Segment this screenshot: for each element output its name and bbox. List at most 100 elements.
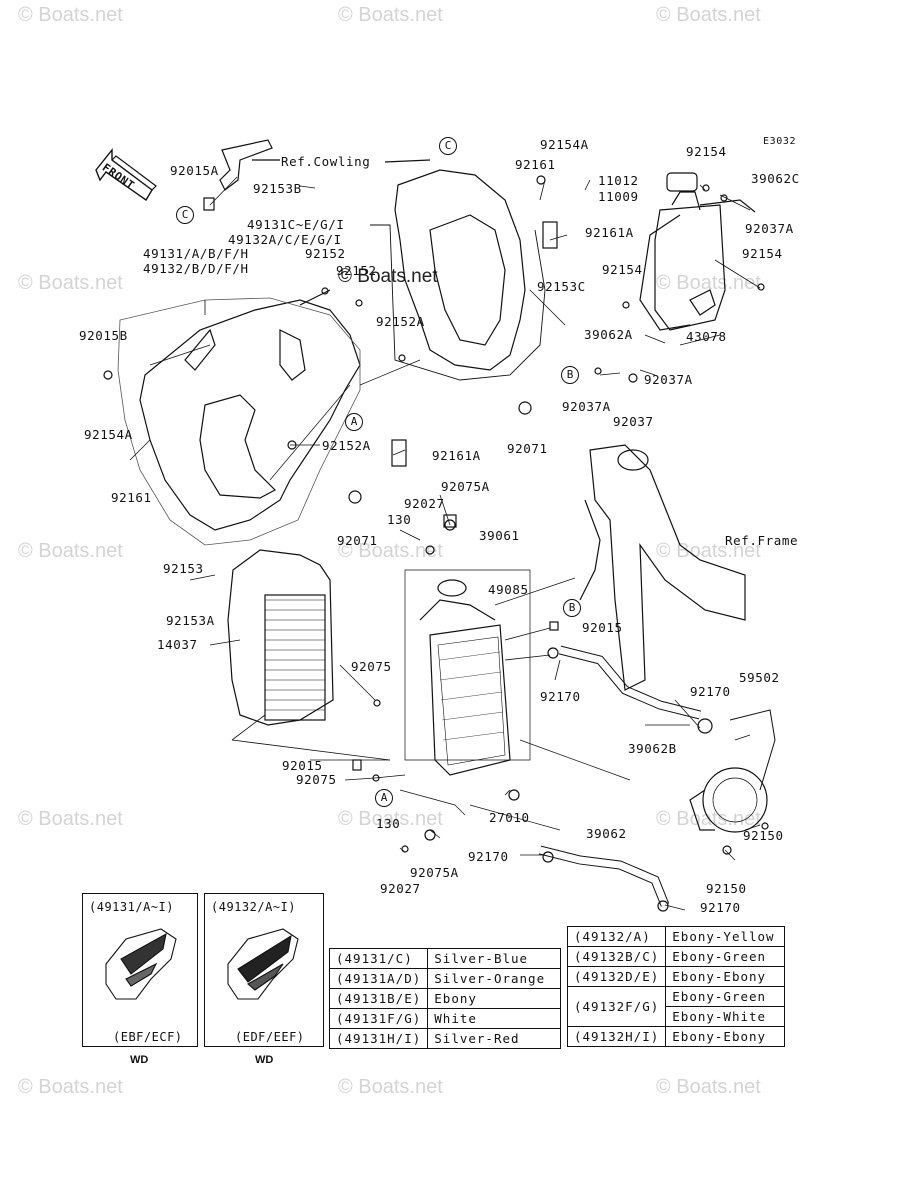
part-label: 92170 xyxy=(700,900,741,915)
part-label: 11009 xyxy=(598,189,639,204)
table-row: (49132/A)Ebony-Yellow xyxy=(566,926,786,947)
watermark: © Boats.net xyxy=(656,540,761,562)
part-label: 92075A xyxy=(441,479,490,494)
part-label: 92037A xyxy=(644,372,693,387)
part-label: 39062A xyxy=(584,327,633,342)
part-label: 92161 xyxy=(515,157,556,172)
table-row: (49132D/E)Ebony-Ebony xyxy=(566,966,786,987)
watermark: © Boats.net xyxy=(18,540,123,562)
color-cell: Ebony-Ebony xyxy=(665,1026,786,1047)
table-row: (49132B/C)Ebony-Green xyxy=(566,946,786,967)
color-cell: White xyxy=(427,1008,562,1029)
part-number-cell: (49131H/I) xyxy=(328,1028,429,1049)
part-label: 92154 xyxy=(686,144,727,159)
part-label: 92154A xyxy=(540,137,589,152)
part-label: 92152A xyxy=(376,314,425,329)
part-label: 92015A xyxy=(170,163,219,178)
part-label: 14037 xyxy=(157,637,198,652)
part-number-cell: (49132H/I) xyxy=(566,1026,667,1047)
region-label: WD xyxy=(130,1054,149,1066)
part-label: 92152 xyxy=(305,246,346,261)
callout-b: B xyxy=(563,599,581,617)
watermark: © Boats.net xyxy=(338,540,443,562)
color-cell: Ebony-Yellow xyxy=(665,926,786,947)
variant-box-code: (EBF/ECF) xyxy=(113,1030,183,1044)
table-row: (49131H/I)Silver-Red xyxy=(328,1028,562,1049)
color-cell: Ebony-Green xyxy=(665,986,786,1007)
color-cell: Ebony-White xyxy=(665,1006,786,1027)
ref-cowling-label: Ref.Cowling xyxy=(281,154,371,169)
shroud-variant-drawing xyxy=(105,928,177,1000)
part-label: 49132A/C/E/G/I xyxy=(228,232,342,247)
color-cell: Silver-Blue xyxy=(427,948,562,969)
part-label: 92027 xyxy=(380,881,421,896)
watermark: © Boats.net xyxy=(18,1076,123,1098)
color-table-49132: (49132/A)Ebony-Yellow (49132B/C)Ebony-Gr… xyxy=(566,926,786,1047)
variant-box-header: (49131/A~I) xyxy=(89,900,174,914)
part-label: 130 xyxy=(387,512,412,527)
part-number-cell: (49132B/C) xyxy=(566,946,667,967)
color-cell: Ebony xyxy=(427,988,562,1009)
part-number-cell: (49131A/D) xyxy=(328,968,429,989)
part-label: 92153C xyxy=(537,279,586,294)
diagram-code: E3032 xyxy=(763,136,797,147)
part-label: 27010 xyxy=(489,810,530,825)
table-row: (49131A/D)Silver-Orange xyxy=(328,968,562,989)
part-label: 59502 xyxy=(739,670,780,685)
part-label: 92150 xyxy=(743,828,784,843)
part-label: 92015B xyxy=(79,328,128,343)
part-label: 92075 xyxy=(296,772,337,787)
color-cell: Ebony-Ebony xyxy=(665,966,786,987)
watermark: © Boats.net xyxy=(18,272,123,294)
part-number-cell: (49131/C) xyxy=(328,948,429,969)
table-row: (49131B/E)Ebony xyxy=(328,988,562,1009)
part-label: 49131/A/B/F/H xyxy=(143,246,249,261)
watermark: © Boats.net xyxy=(338,4,443,26)
watermark: © Boats.net xyxy=(338,1076,443,1098)
watermark: © Boats.net xyxy=(656,1076,761,1098)
part-label: 92153B xyxy=(253,181,302,196)
callout-b: B xyxy=(561,366,579,384)
part-label: 92152 xyxy=(336,263,377,278)
part-label: 92153A xyxy=(166,613,215,628)
part-label: 92071 xyxy=(507,441,548,456)
part-number-cell: (49132D/E) xyxy=(566,966,667,987)
table-row: (49131/C)Silver-Blue xyxy=(328,948,562,969)
table-row: (49131F/G)White xyxy=(328,1008,562,1029)
ref-frame-label: Ref.Frame xyxy=(725,533,799,548)
part-label: 92154A xyxy=(84,427,133,442)
part-label: 92154 xyxy=(742,246,783,261)
part-label: 92153 xyxy=(163,561,204,576)
callout-a: A xyxy=(345,413,363,431)
part-label: 49132/B/D/F/H xyxy=(143,261,249,276)
region-label: WD xyxy=(255,1054,274,1066)
watermark: © Boats.net xyxy=(18,4,123,26)
variant-box-header: (49132/A~I) xyxy=(211,900,296,914)
watermark: © Boats.net xyxy=(656,272,761,294)
part-label: 43078 xyxy=(686,329,727,344)
part-label: 92152A xyxy=(322,438,371,453)
part-label: 92015 xyxy=(282,758,323,773)
callout-c: C xyxy=(176,206,194,224)
shroud-variant-drawing xyxy=(227,928,299,1000)
part-label: 92071 xyxy=(337,533,378,548)
part-label: 92150 xyxy=(706,881,747,896)
variant-box-49131: (49131/A~I) (EBF/ECF) xyxy=(82,893,198,1047)
part-label: 92015 xyxy=(582,620,623,635)
part-label: 92161A xyxy=(432,448,481,463)
part-number-cell: (49132/A) xyxy=(566,926,667,947)
part-label: 92075A xyxy=(410,865,459,880)
part-label: 92037A xyxy=(745,221,794,236)
table-row: (49132F/G)Ebony-Green xyxy=(566,986,786,1027)
part-label: 92170 xyxy=(540,689,581,704)
part-label: 92161A xyxy=(585,225,634,240)
variant-box-49132: (49132/A~I) (EDF/EEF) xyxy=(204,893,324,1047)
part-label: 49131C~E/G/I xyxy=(247,217,345,232)
part-number-cell: (49131F/G) xyxy=(328,1008,429,1029)
part-number-cell: (49132F/G) xyxy=(566,986,667,1027)
watermark: © Boats.net xyxy=(18,808,123,830)
part-label: 92154 xyxy=(602,262,643,277)
part-number-cell: (49131B/E) xyxy=(328,988,429,1009)
part-label: 92037A xyxy=(562,399,611,414)
callout-a: A xyxy=(375,789,393,807)
